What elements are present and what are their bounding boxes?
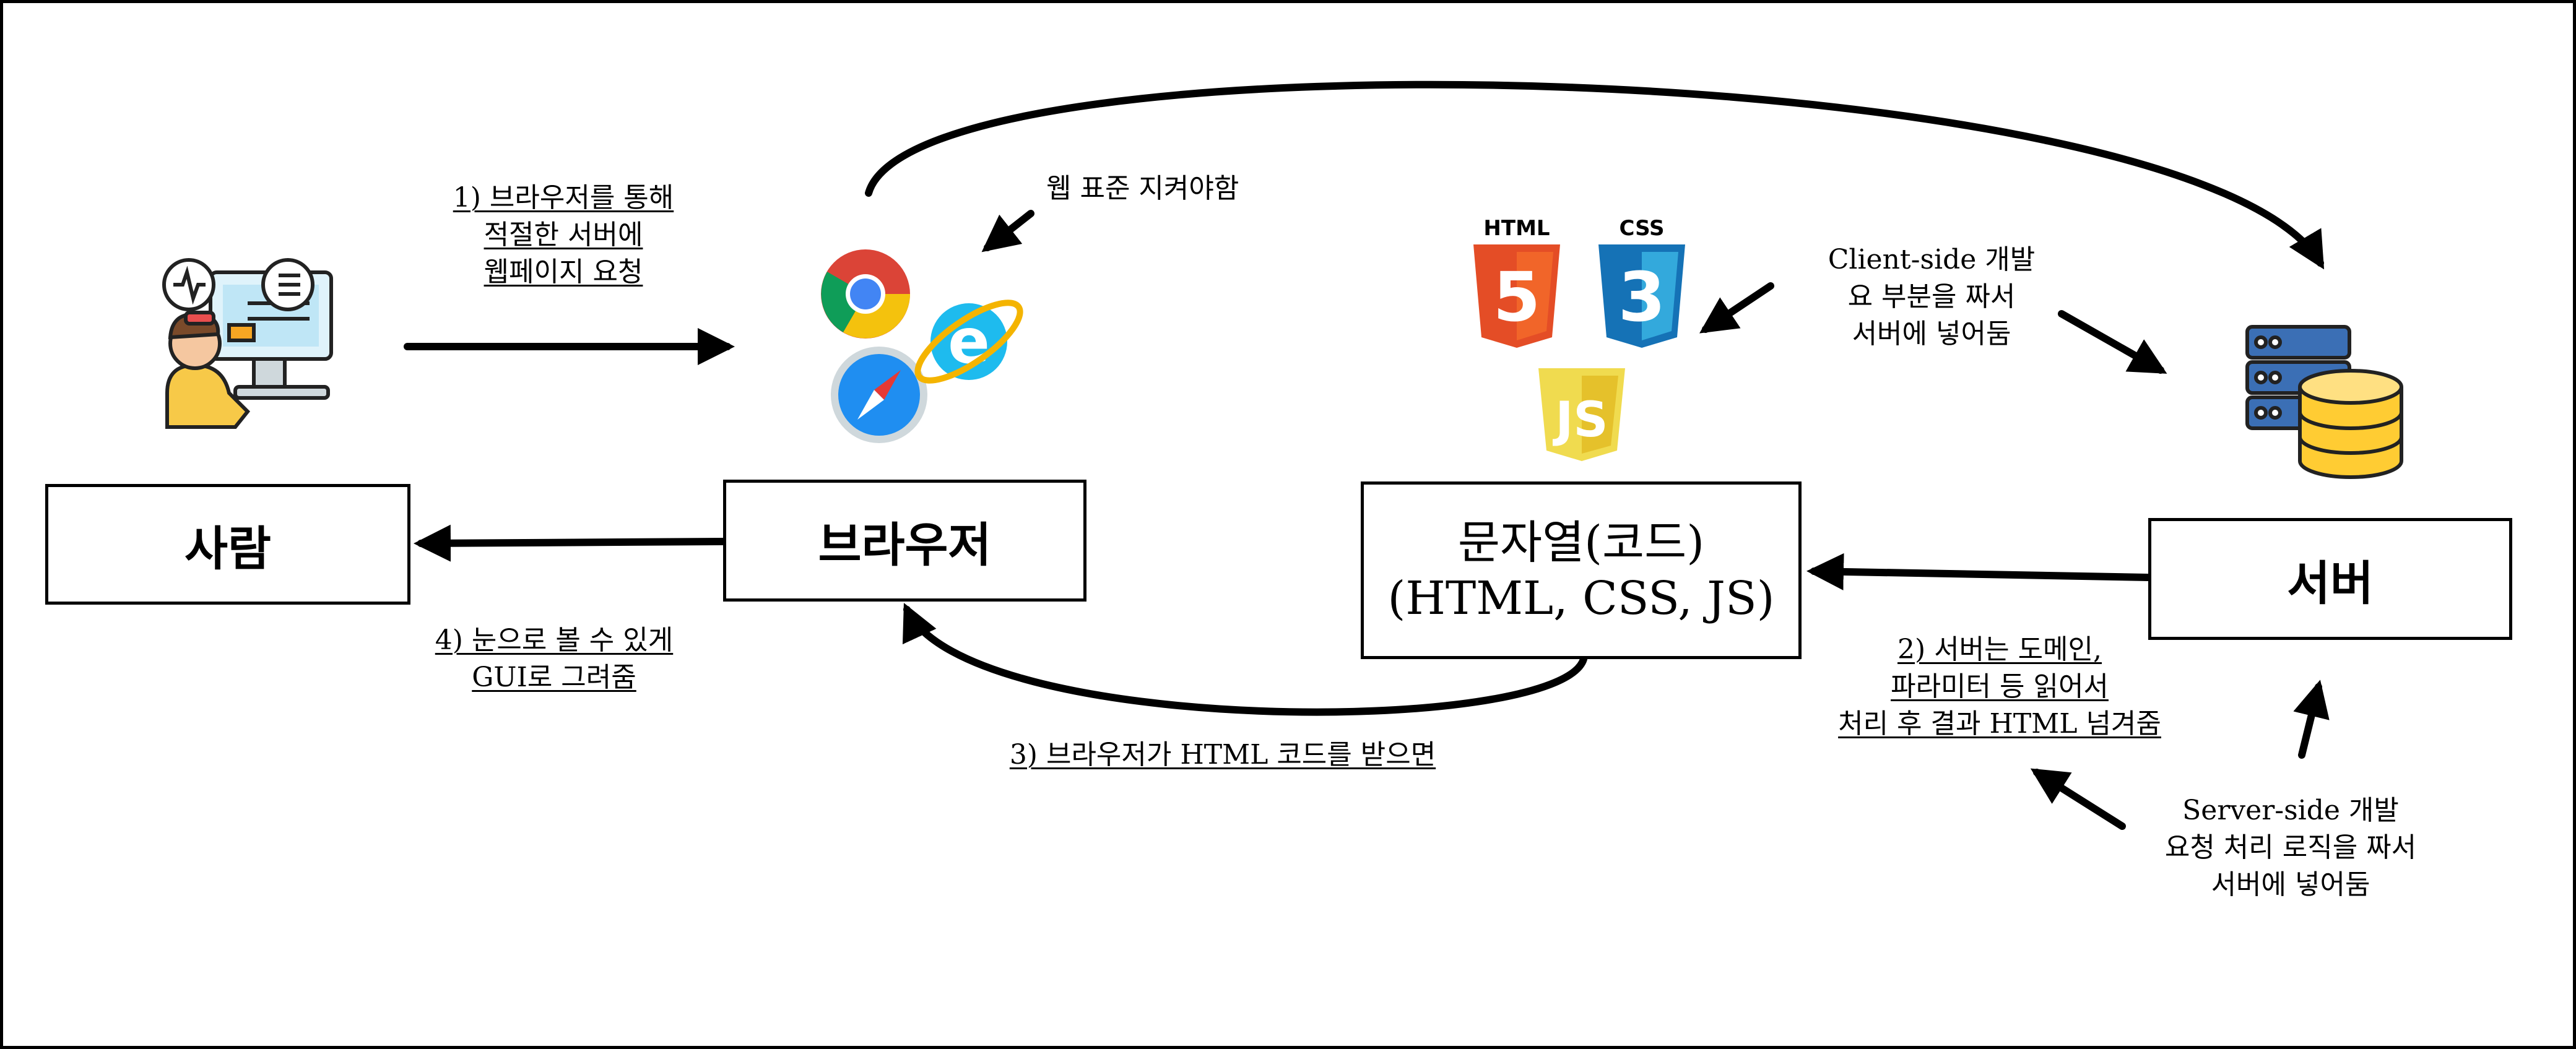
step3-label: 3) 브라우저가 HTML 코드를 받으면 (1009, 739, 1436, 771)
browser-box: 브라우저 (723, 480, 1086, 602)
css3-icon: CSS 3 (1598, 216, 1685, 348)
html5-icon: HTML 5 (1473, 216, 1560, 348)
code-label-line1: 문자열(코드) (1457, 516, 1705, 569)
arrow-code-to-browser-curve (903, 603, 1587, 716)
svg-text:JS: JS (1552, 392, 1608, 448)
arrow-server-side-to-server (2293, 680, 2330, 759)
js-icon: JS (1538, 368, 1625, 461)
code-label-line2: (HTML, CSS, JS) (1387, 571, 1775, 625)
arrow-browser-to-person (414, 524, 727, 562)
svg-text:3: 3 (1618, 257, 1666, 337)
arrow-client-side-to-server (2058, 310, 2167, 374)
internet-explorer-icon: e (914, 300, 1023, 384)
person-computer-icon (162, 258, 333, 429)
arrow-server-to-code (1806, 553, 2152, 590)
server-database-icon (2245, 325, 2403, 479)
arrow-browser-to-server-curve (865, 80, 2325, 270)
person-box: 사람 (45, 484, 410, 605)
browser-label: 브라우저 (818, 517, 992, 572)
server-label: 서버 (2287, 555, 2374, 611)
web-standard-label: 웹 표준 지켜야함 (1046, 173, 1239, 204)
safari-icon (831, 347, 927, 443)
svg-text:CSS: CSS (1619, 216, 1664, 241)
code-box: 문자열(코드) (HTML, CSS, JS) (1361, 481, 1802, 659)
person-label: 사람 (184, 520, 271, 576)
svg-text:5: 5 (1493, 257, 1541, 337)
arrow-server-side-to-step2 (2030, 768, 2126, 830)
server-box: 서버 (2148, 518, 2512, 640)
svg-text:HTML: HTML (1483, 216, 1550, 241)
chrome-icon (821, 249, 910, 339)
arrow-client-side-to-css (1699, 282, 1774, 334)
arrow-web-standard (981, 210, 1034, 253)
